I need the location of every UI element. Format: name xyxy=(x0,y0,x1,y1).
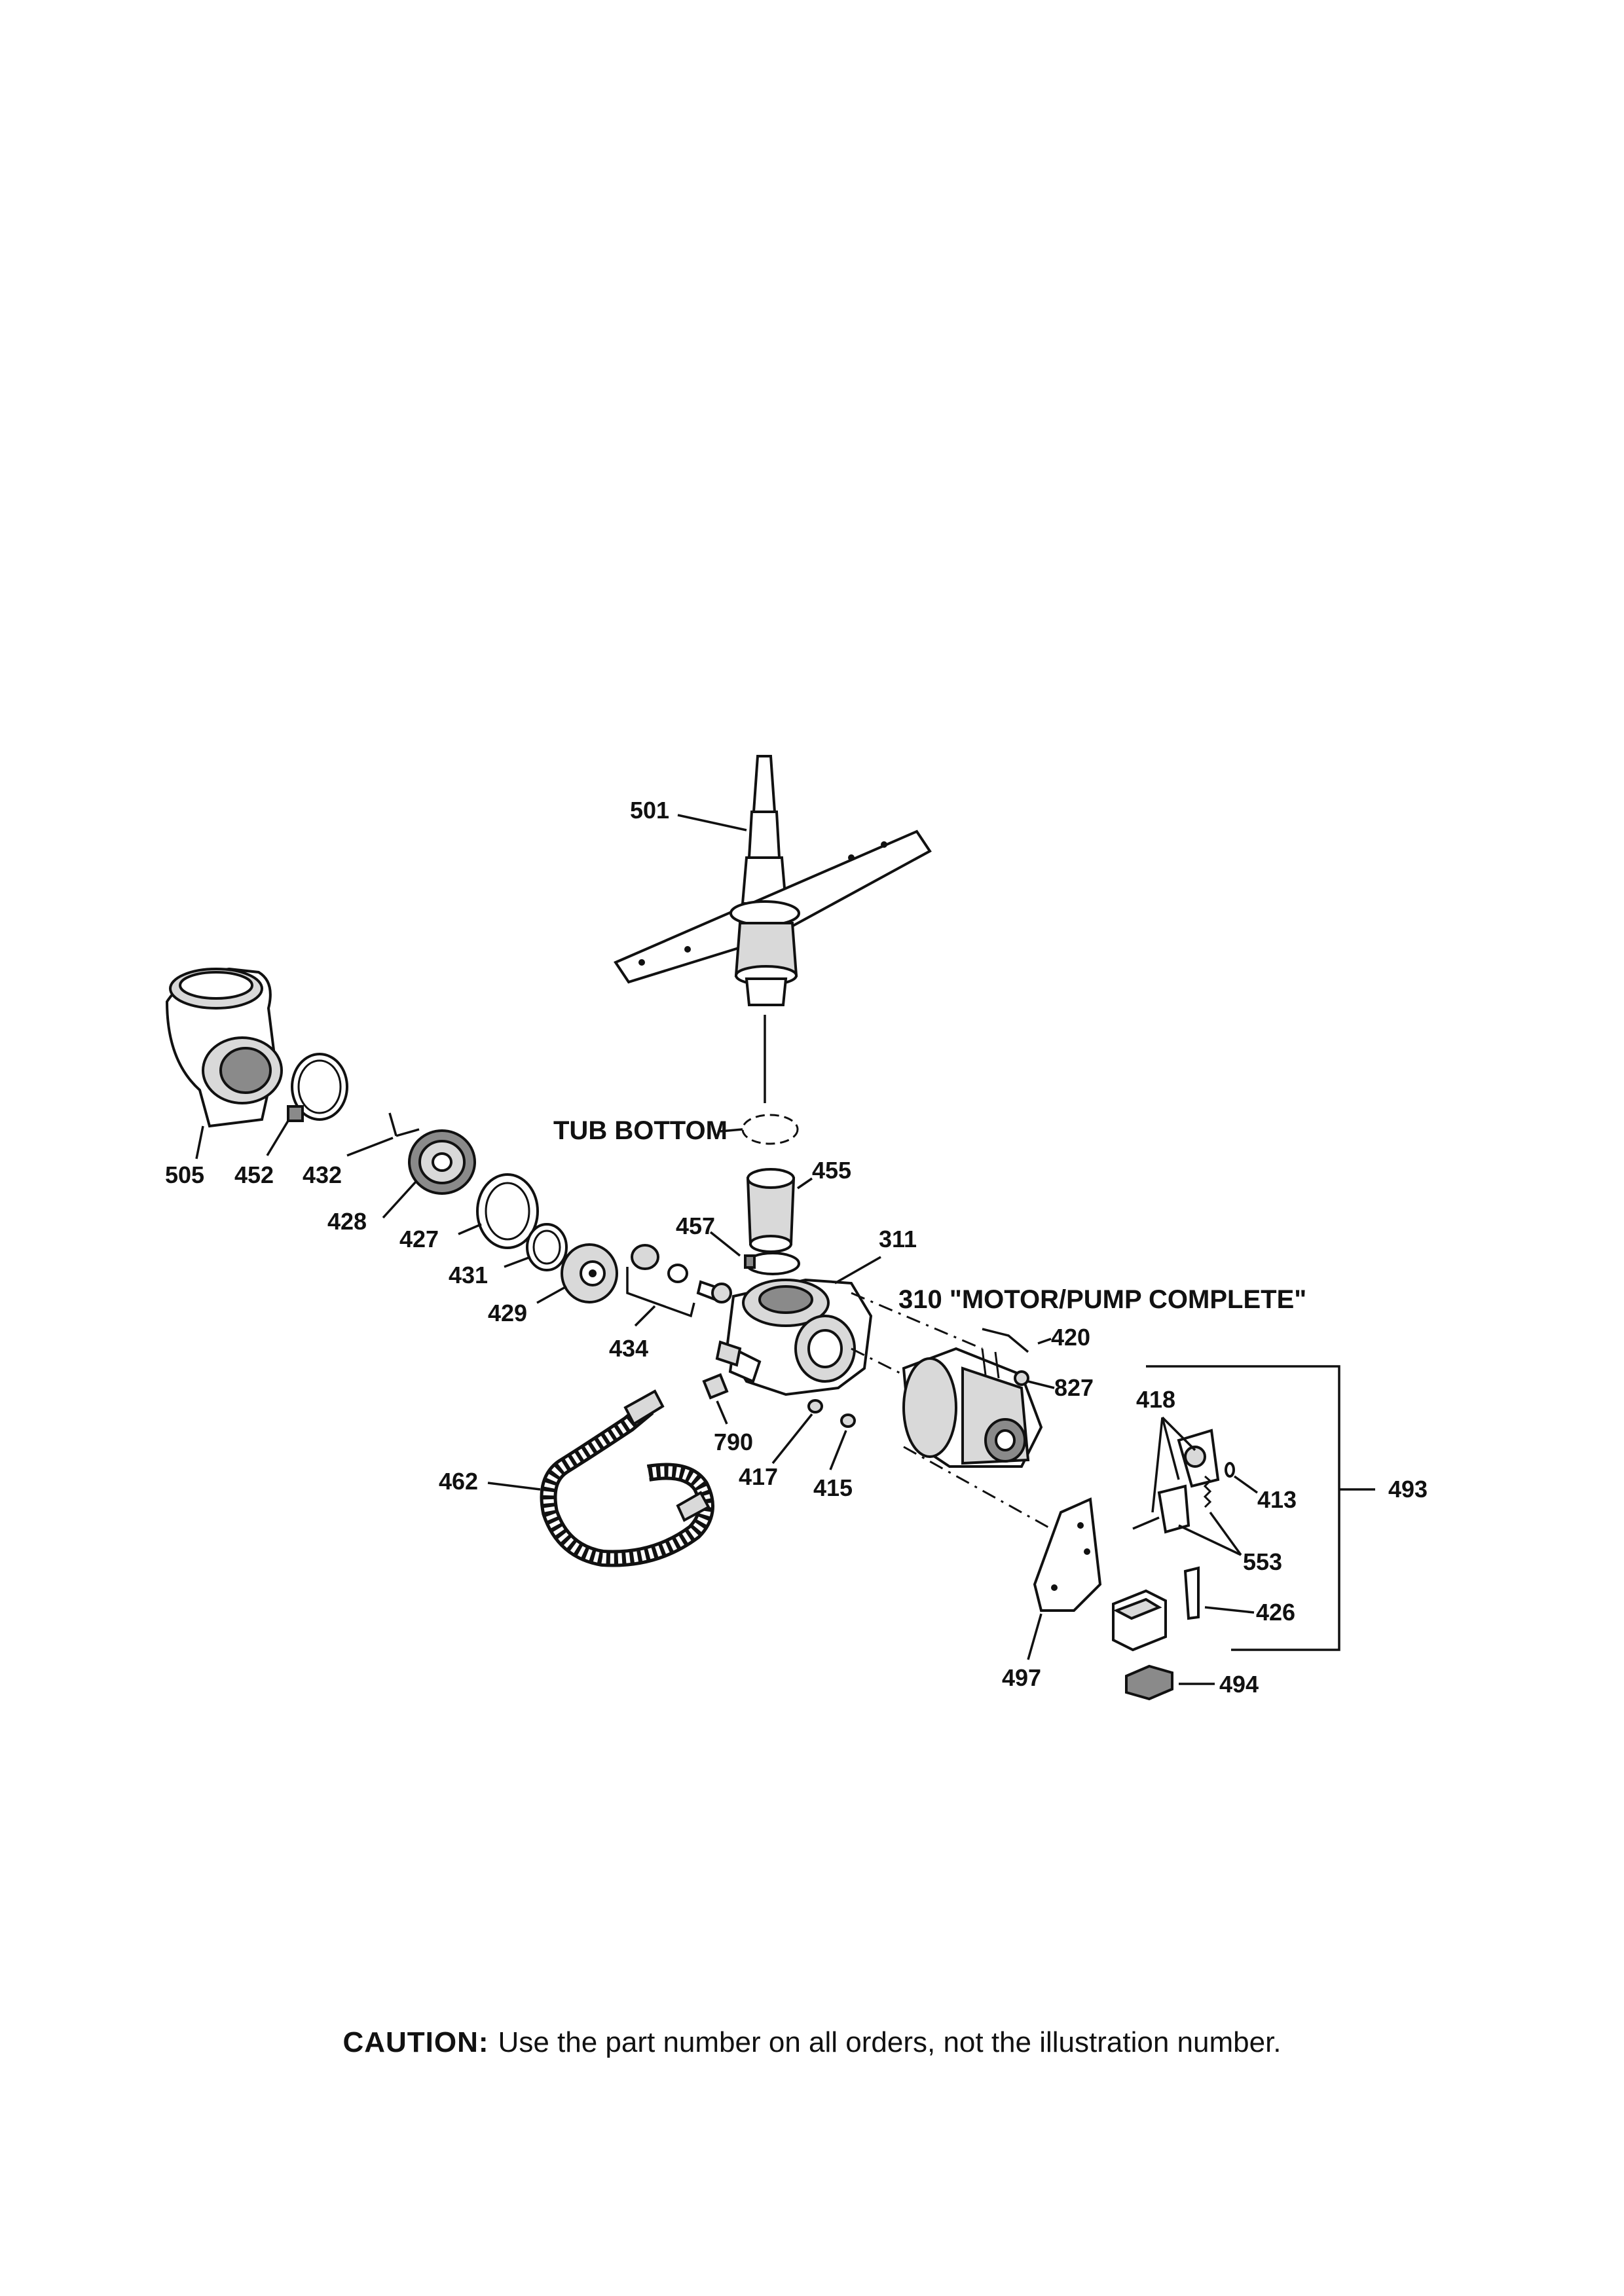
callout-827: 827 xyxy=(1054,1374,1094,1401)
part-827-screw xyxy=(1014,1370,1029,1386)
leader-426 xyxy=(1204,1606,1255,1614)
callout-553: 553 xyxy=(1243,1548,1282,1575)
motor-pump-complete-label: 310 "MOTOR/PUMP COMPLETE" xyxy=(898,1285,1306,1314)
part-428-impeller xyxy=(408,1129,476,1195)
callout-428: 428 xyxy=(327,1208,367,1235)
part-417-washer xyxy=(807,1399,823,1413)
part-432-pin xyxy=(388,1112,420,1137)
part-431-seal xyxy=(526,1223,568,1271)
leader-420 xyxy=(1037,1338,1052,1345)
callout-497: 497 xyxy=(1002,1664,1041,1691)
leader-418c xyxy=(1161,1416,1196,1451)
leader-457 xyxy=(709,1231,741,1257)
caution-text: Use the part number on all orders, not t… xyxy=(498,2026,1282,2058)
leader-553b xyxy=(1209,1511,1242,1556)
part-505-sump-housing xyxy=(165,967,283,1128)
part-493-bracket-line xyxy=(1146,1365,1340,1651)
callout-434: 434 xyxy=(609,1335,648,1362)
leader-tub-bottom xyxy=(720,1128,743,1133)
part-501-spray-arm xyxy=(614,755,932,1006)
callout-420: 420 xyxy=(1051,1324,1090,1351)
leader-501 xyxy=(677,814,747,831)
leader-417 xyxy=(771,1413,813,1465)
callout-452: 452 xyxy=(234,1161,274,1188)
callout-494: 494 xyxy=(1219,1671,1259,1698)
leader-452 xyxy=(266,1120,289,1156)
callout-427: 427 xyxy=(399,1226,439,1252)
leader-434 xyxy=(634,1305,656,1327)
part-413-clip xyxy=(1225,1462,1235,1478)
leader-429 xyxy=(536,1285,567,1304)
part-427-ring xyxy=(476,1173,539,1249)
caution-label: CAUTION: xyxy=(342,2026,489,2058)
part-429-nut xyxy=(561,1243,618,1303)
part-311-pump-housing xyxy=(715,1278,873,1396)
part-418-switch xyxy=(1132,1429,1220,1534)
part-452-clamp xyxy=(287,1053,348,1122)
part-790-fitting xyxy=(702,1373,729,1400)
caution-note: CAUTION: Use the part number on all order… xyxy=(0,2026,1624,2059)
callout-417: 417 xyxy=(739,1463,778,1490)
callout-457: 457 xyxy=(676,1212,715,1239)
leader-455 xyxy=(797,1177,813,1190)
callout-311: 311 xyxy=(879,1226,917,1252)
leader-827 xyxy=(1027,1380,1055,1389)
callout-505: 505 xyxy=(165,1161,204,1188)
callout-415: 415 xyxy=(813,1474,853,1501)
callout-501: 501 xyxy=(630,797,669,824)
leader-497 xyxy=(1027,1613,1043,1660)
part-434-kit xyxy=(626,1244,732,1318)
part-310-motor xyxy=(902,1347,1043,1468)
leader-427 xyxy=(458,1223,482,1235)
leader-311 xyxy=(834,1256,881,1285)
leader-553a xyxy=(1178,1524,1242,1556)
callout-790: 790 xyxy=(714,1429,753,1455)
part-462-hose xyxy=(540,1389,714,1567)
callout-455: 455 xyxy=(812,1157,851,1184)
part-415-nut xyxy=(840,1413,856,1428)
callout-413: 413 xyxy=(1257,1486,1297,1513)
leader-428 xyxy=(382,1180,417,1219)
assembly-line-3 xyxy=(903,1446,1081,1546)
leader-505 xyxy=(195,1125,204,1159)
part-455-sleeve xyxy=(746,1168,796,1253)
leader-413 xyxy=(1233,1475,1259,1494)
leader-418a xyxy=(1151,1417,1164,1513)
tub-bottom-ring xyxy=(741,1114,799,1145)
callout-462: 462 xyxy=(439,1468,478,1495)
part-553-spring xyxy=(1203,1475,1212,1508)
leader-431 xyxy=(504,1256,531,1268)
solenoid-block xyxy=(1112,1589,1167,1652)
callout-432: 432 xyxy=(303,1161,342,1188)
leader-415 xyxy=(829,1430,847,1470)
part-497-bracket xyxy=(1033,1497,1102,1612)
callout-429: 429 xyxy=(488,1300,527,1326)
leader-462 xyxy=(487,1482,541,1491)
leader-418b xyxy=(1161,1417,1180,1480)
tub-bottom-label: TUB BOTTOM xyxy=(553,1116,728,1145)
callout-493: 493 xyxy=(1388,1476,1428,1503)
part-426-pin xyxy=(1183,1566,1200,1620)
callout-426: 426 xyxy=(1256,1599,1295,1626)
part-494-cap xyxy=(1125,1664,1173,1701)
leader-432 xyxy=(346,1137,394,1157)
callout-418: 418 xyxy=(1136,1386,1175,1413)
part-457-clamp xyxy=(744,1252,800,1275)
assembly-line-1 xyxy=(851,1292,983,1350)
part-420-wire xyxy=(982,1328,1029,1353)
callout-431: 431 xyxy=(449,1262,488,1288)
leader-790 xyxy=(716,1400,728,1425)
